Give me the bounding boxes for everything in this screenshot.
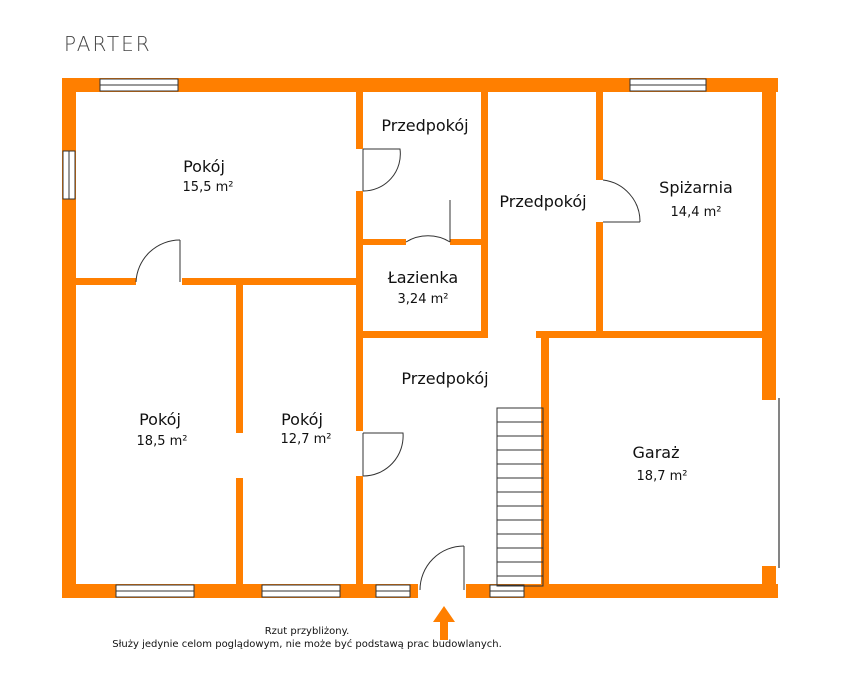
outer-walls (62, 78, 778, 598)
room-name-pokoj-mid: Pokój (281, 410, 323, 429)
room-name-przedpokoj-main: Przedpokój (401, 369, 489, 388)
interior-walls (76, 92, 768, 598)
door-top-hall (362, 148, 401, 192)
entrance-opening (418, 584, 466, 598)
wall-top (62, 78, 778, 92)
room-name-lazienka: Łazienka (387, 268, 459, 287)
wall-rooms-mid-lower (236, 478, 243, 588)
wall-bath-top-right (450, 239, 482, 245)
room-name-pokoj-left: Pokój (139, 410, 181, 429)
door-room-mid (362, 432, 404, 477)
room-area-pokoj-mid: 12,7 m² (280, 432, 332, 447)
wall-hall-top-right (481, 92, 488, 338)
wall-hall-top-left-lower (356, 191, 363, 331)
door-pantry (602, 179, 641, 223)
room-area-lazienka: 3,24 m² (397, 292, 449, 307)
wall-hall-top-left-upper (356, 92, 363, 149)
wall-bath-bottom (356, 331, 488, 338)
wall-garage-left (541, 331, 549, 598)
door-bathroom (405, 235, 451, 243)
wall-right-upper (762, 78, 776, 400)
doors (135, 148, 641, 591)
wall-pantry-left-upper (596, 92, 603, 180)
wall-room-divider-left (76, 278, 136, 285)
wall-hall-left-lower (356, 476, 363, 588)
wall-bath-top-left (363, 239, 406, 245)
wall-garage-top (536, 331, 768, 338)
room-name-przedpokoj-top: Przedpokój (381, 116, 469, 135)
room-area-spizarnia: 14,4 m² (670, 205, 722, 220)
footnote: Rzut przybliżony. Służy jedynie celom po… (0, 625, 731, 651)
wall-room-divider-right (182, 278, 363, 285)
entrance-arrow-icon (433, 606, 455, 640)
room-area-pokoj-left: 18,5 m² (136, 434, 188, 449)
windows (62, 78, 707, 598)
wall-hall-left-upper (356, 338, 363, 431)
floor-title: PARTER (64, 32, 152, 56)
wall-rooms-mid-upper (236, 285, 243, 433)
footnote-line-2: Służy jedynie celom poglądowym, nie może… (112, 639, 502, 650)
room-name-spizarnia: Spiżarnia (659, 178, 733, 197)
door-entrance (419, 545, 465, 591)
room-name-pokoj-top: Pokój (183, 157, 225, 176)
wall-pantry-left-lower (596, 222, 603, 334)
room-area-garaz: 18,7 m² (636, 469, 688, 484)
room-area-pokoj-top: 15,5 m² (182, 180, 234, 195)
door-room-top (135, 239, 181, 283)
staircase (496, 407, 544, 587)
room-name-garaz: Garaż (632, 443, 680, 462)
room-name-przedpokoj-mid: Przedpokój (499, 192, 587, 211)
footnote-line-1: Rzut przybliżony. (264, 626, 350, 637)
wall-left (62, 78, 76, 598)
wall-bottom-right (536, 584, 778, 598)
wall-right-lower (762, 566, 776, 598)
